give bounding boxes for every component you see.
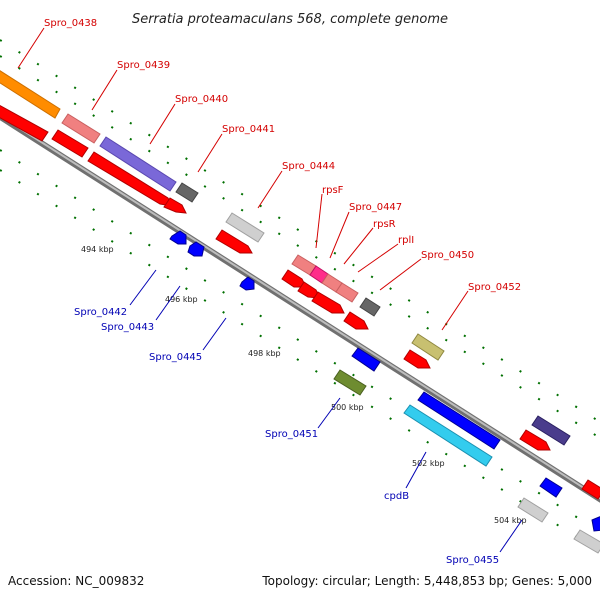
gene-red-arrow[interactable] <box>0 100 49 142</box>
label-spro-0440[interactable]: Spro_0440 <box>175 94 228 105</box>
label-rpli[interactable]: rplI <box>398 235 414 246</box>
label-spro-0442[interactable]: Spro_0442 <box>74 307 127 318</box>
gene-spro-0441[interactable] <box>175 182 199 203</box>
ruler-label-494: 494 kbp <box>81 245 114 254</box>
label-spro-0443[interactable]: Spro_0443 <box>101 322 154 333</box>
ruler-label-496: 496 kbp <box>165 295 198 304</box>
gene-red-arrow[interactable] <box>215 229 253 254</box>
gene-spro-0442[interactable] <box>169 230 187 245</box>
gene-spro-rpli[interactable] <box>335 282 359 303</box>
tick-tracks <box>0 39 600 553</box>
label-spro-0451[interactable]: Spro_0451 <box>265 429 318 440</box>
gene-red-arrow[interactable] <box>51 129 89 158</box>
label-spro-0439[interactable]: Spro_0439 <box>117 60 170 71</box>
gene-red-arrow[interactable] <box>581 479 600 500</box>
gene-spro-0454[interactable] <box>531 415 571 446</box>
gene-red-arrow[interactable] <box>163 197 187 214</box>
gene-spro-0440[interactable] <box>99 136 177 192</box>
label-spro-0455[interactable]: Spro_0455 <box>446 555 499 566</box>
gene-spro-0452[interactable] <box>411 333 445 361</box>
gene-spro-0455[interactable] <box>517 497 549 523</box>
gene-blue-arrow[interactable] <box>539 477 563 498</box>
label-rpsr[interactable]: rpsR <box>373 219 396 230</box>
label-spro-0441[interactable]: Spro_0441 <box>222 124 275 135</box>
label-spro-0444[interactable]: Spro_0444 <box>282 161 335 172</box>
gene-spro-0451[interactable] <box>333 369 367 396</box>
gene-red-arrow[interactable] <box>281 269 307 288</box>
gene-blue-arrow[interactable] <box>591 515 600 532</box>
label-spro-0452[interactable]: Spro_0452 <box>468 282 521 293</box>
reverse-genes <box>169 230 600 554</box>
label-spro-0450[interactable]: Spro_0450 <box>421 250 474 261</box>
ruler-label-502: 502 kbp <box>412 459 445 468</box>
ruler-label-500: 500 kbp <box>331 403 364 412</box>
gene-red-arrow[interactable] <box>403 349 431 369</box>
label-spro-0445[interactable]: Spro_0445 <box>149 352 202 363</box>
map-title: Serratia proteamaculans 568, complete ge… <box>132 12 448 27</box>
ruler-label-498: 498 kbp <box>248 349 281 358</box>
gene-blue-arrow[interactable] <box>351 347 381 372</box>
gene-spro-0443[interactable] <box>187 241 205 257</box>
gene-labels: Spro_0438 Spro_0439 Spro_0440 Spro_0441 … <box>44 18 521 566</box>
gene-spro-0444[interactable] <box>225 212 265 243</box>
gene-spro-0439[interactable] <box>61 113 101 144</box>
genome-backbone <box>0 113 600 503</box>
ruler-labels: 494 kbp 496 kbp 498 kbp 500 kbp 502 kbp … <box>81 245 527 525</box>
gene-red-arrow[interactable] <box>343 311 369 330</box>
genome-summary-text: Topology: circular; Length: 5,448,853 bp… <box>261 574 592 588</box>
gene-blue-arrow[interactable] <box>417 391 501 450</box>
gene-spro-0438[interactable] <box>0 58 61 119</box>
label-spro-0438[interactable]: Spro_0438 <box>44 18 97 29</box>
label-cpdb[interactable]: cpdB <box>384 491 409 502</box>
gene-grey[interactable] <box>573 529 600 554</box>
leader-lines <box>17 27 523 553</box>
gene-spro-0445[interactable] <box>239 276 255 291</box>
ruler-label-504: 504 kbp <box>494 516 527 525</box>
gene-spro-0450[interactable] <box>359 297 381 317</box>
gene-red-arrow[interactable] <box>519 429 551 451</box>
gene-red-arrow[interactable] <box>311 291 345 314</box>
label-rpsf[interactable]: rpsF <box>322 185 344 196</box>
gene-cpdb[interactable] <box>403 404 493 467</box>
forward-genes <box>0 58 600 500</box>
label-spro-0447[interactable]: Spro_0447 <box>349 202 402 213</box>
accession-text: Accession: NC_009832 <box>8 574 144 588</box>
